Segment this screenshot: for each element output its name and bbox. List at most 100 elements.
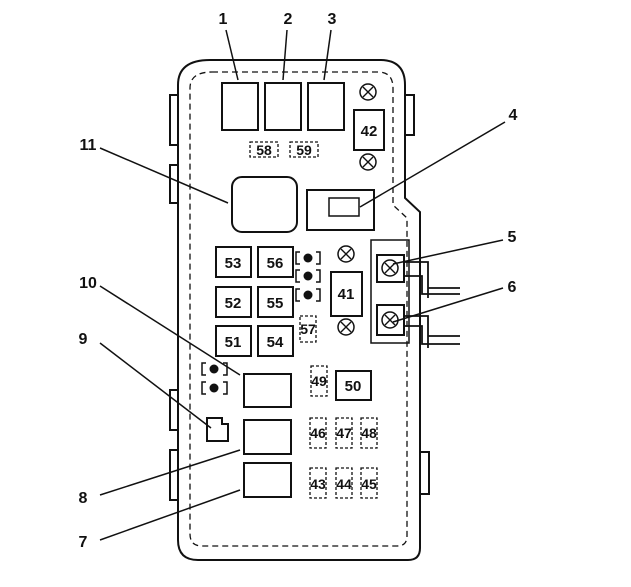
fuse-45-box — [360, 467, 378, 499]
fuse-label-52: 52 — [225, 295, 242, 312]
diode-bracket-5 — [201, 381, 228, 395]
cross-41-top — [340, 248, 352, 260]
fuse-41-box — [330, 271, 363, 317]
fuse-label-56: 56 — [267, 255, 284, 272]
relay-8 — [243, 419, 292, 455]
diode-bracket-4 — [201, 362, 228, 376]
terminal-block — [370, 239, 410, 344]
cross-5 — [384, 262, 396, 274]
diode-bracket-3 — [295, 288, 321, 302]
cross-41-bottom — [340, 321, 352, 333]
fuse-label-48: 48 — [361, 425, 377, 441]
diode-bracket-2 — [295, 269, 321, 283]
fuse-label-54: 54 — [267, 334, 284, 351]
fuse-label-45: 45 — [361, 476, 377, 492]
leader-8 — [99, 449, 241, 496]
fuse-label-47: 47 — [336, 425, 352, 441]
diode-bracket-1 — [295, 251, 321, 265]
fuse-label-57: 57 — [300, 321, 316, 337]
terminal-6-box — [376, 304, 405, 336]
callout-11: 11 — [80, 137, 97, 154]
leader-11 — [99, 147, 229, 204]
connector-4-housing — [306, 189, 375, 231]
relay-1 — [221, 82, 259, 131]
fuse-label-58: 58 — [256, 142, 272, 158]
fuse-58-box — [249, 141, 279, 158]
fuse-label-53: 53 — [225, 255, 242, 272]
fuse-42-box — [353, 109, 385, 151]
housing-outer — [177, 59, 421, 561]
part-9 — [206, 417, 229, 442]
fuse-42-bolt-top — [359, 83, 377, 101]
leader-5 — [392, 239, 504, 265]
connector-11 — [231, 176, 298, 233]
callout-4: 4 — [509, 107, 518, 124]
diode-dot-1 — [303, 253, 313, 263]
fuse-label-49: 49 — [311, 373, 327, 389]
fuse-52-box — [215, 286, 252, 318]
cable-5 — [404, 261, 460, 298]
fuse-54-box — [257, 325, 294, 357]
callout-1: 1 — [219, 11, 228, 28]
relay-3 — [307, 82, 345, 131]
fuse-42-bolt-bottom — [359, 153, 377, 171]
connector-4-plug — [328, 197, 360, 217]
fuse-56-box — [257, 246, 294, 278]
callout-5: 5 — [508, 229, 517, 246]
tab-left-low — [169, 389, 179, 431]
leader-3 — [323, 29, 332, 81]
tab-left-mid — [169, 164, 179, 204]
diode-dot-2 — [303, 271, 313, 281]
relay-7 — [243, 462, 292, 498]
callout-8: 8 — [79, 490, 88, 507]
terminal-5-box — [376, 254, 405, 283]
cross-42-top — [362, 86, 374, 98]
relay-10 — [243, 373, 292, 408]
fuse-label-43: 43 — [310, 476, 326, 492]
callout-9: 9 — [79, 331, 88, 348]
fuse-label-41: 41 — [338, 286, 355, 303]
relay-2 — [264, 82, 302, 131]
fuse-59-box — [289, 141, 319, 158]
fuse-57-box — [299, 315, 317, 343]
callout-7: 7 — [79, 534, 88, 551]
housing-inner — [189, 71, 408, 547]
fuse-label-44: 44 — [336, 476, 352, 492]
diode-dot-3 — [303, 290, 313, 300]
cross-42-bottom — [362, 156, 374, 168]
leader-1 — [225, 29, 239, 81]
diode-dot-5 — [209, 383, 219, 393]
tab-left-bottom — [169, 449, 179, 501]
fuse-label-51: 51 — [225, 334, 242, 351]
leader-7 — [99, 489, 241, 541]
callout-6: 6 — [508, 279, 517, 296]
fuse-53-box — [215, 246, 252, 278]
leader-2 — [282, 29, 288, 81]
cable-6 — [404, 315, 460, 348]
callout-2: 2 — [284, 11, 293, 28]
leader-9 — [99, 342, 212, 429]
leader-6 — [392, 287, 504, 323]
fuse-label-55: 55 — [267, 295, 284, 312]
terminal-5-bolt — [381, 259, 399, 277]
fuse-51-box — [215, 325, 252, 357]
cross-6 — [384, 314, 396, 326]
fuse-44-box — [335, 467, 353, 499]
fuse-label-50: 50 — [345, 378, 362, 395]
fuse-55-box — [257, 286, 294, 318]
callout-10: 10 — [79, 275, 97, 292]
tab-left-top — [169, 94, 179, 146]
fuse-41-bolt-bottom — [337, 318, 355, 336]
fuse-43-box — [309, 467, 327, 499]
fuse-label-42: 42 — [361, 123, 378, 140]
callout-3: 3 — [328, 11, 337, 28]
fuse-48-box — [360, 417, 378, 449]
fuse-49-box — [310, 365, 328, 397]
fuse-label-59: 59 — [296, 142, 312, 158]
tab-right-top — [404, 94, 415, 136]
tab-right-bottom — [419, 451, 430, 495]
leader-4 — [359, 121, 506, 208]
fuse-label-46: 46 — [310, 425, 326, 441]
